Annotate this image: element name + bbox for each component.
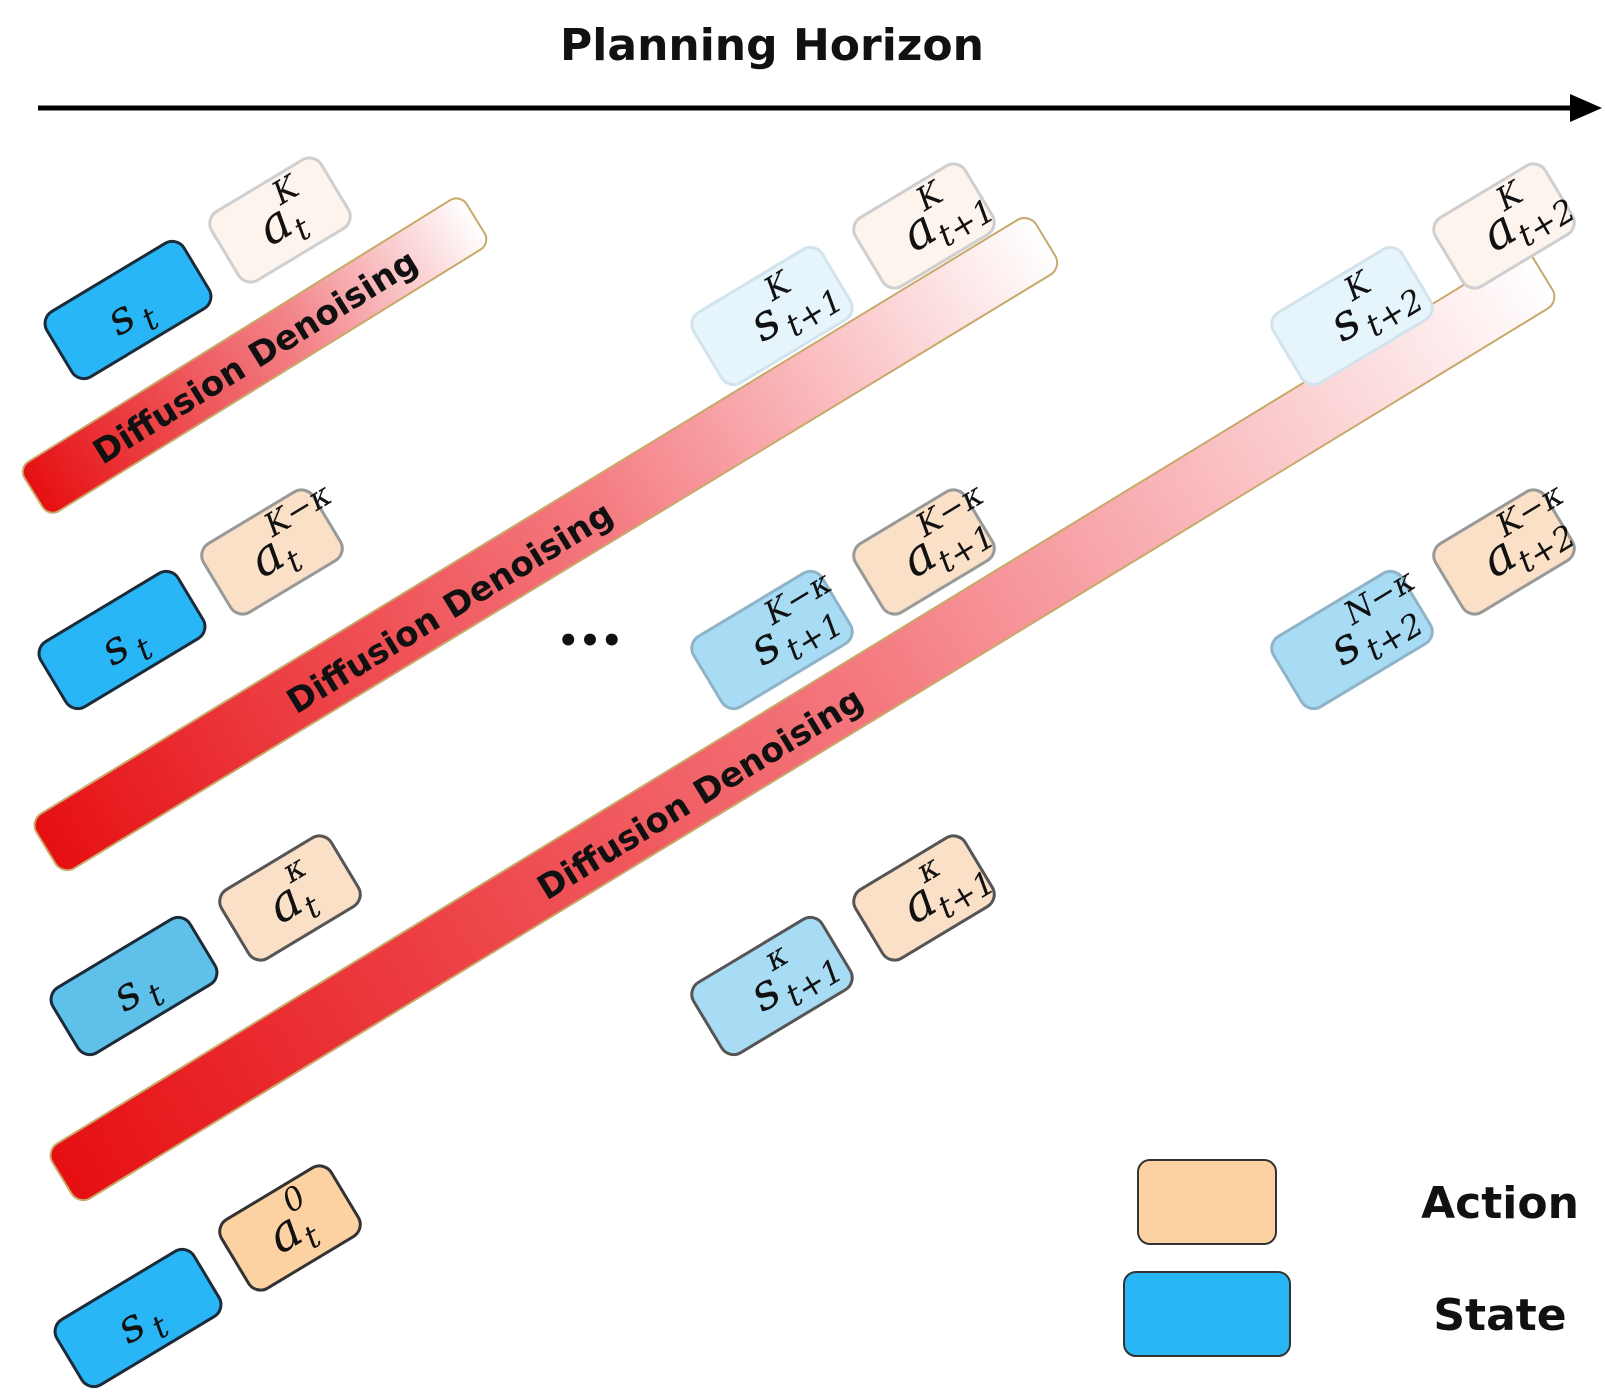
state-token-row-1-2: st+2K: [1270, 245, 1434, 387]
state-t-row-2: st: [37, 569, 207, 711]
action-token-row-3-1-box: [218, 834, 362, 962]
state-token-row-1-1-box: [690, 245, 854, 387]
state-t-row-4-box: [53, 1247, 223, 1389]
action-token-row-1-1: atK: [208, 156, 352, 284]
state-token-row-1-1: st+1K: [690, 245, 854, 387]
action-token-row-2-3-box: [1432, 488, 1576, 616]
legend-action-swatch: [1137, 1159, 1277, 1245]
state-token-row-1-2-box: [1270, 245, 1434, 387]
state-token-row-2-2-box: [1270, 569, 1434, 711]
action-token-row-2-1: atK−κ: [200, 475, 344, 616]
state-t-row-3: st: [49, 915, 219, 1057]
state-t-row-3-box: [49, 915, 219, 1057]
token-layer: statKat+1Kat+2Kst+1Kst+2KstatK−κat+1K−κa…: [37, 156, 1582, 1389]
legend-action-label: Action: [1421, 1178, 1579, 1229]
action-token-row-2-2: at+1K−κ: [852, 475, 1002, 616]
action-token-row-1-3-box: [1432, 162, 1576, 290]
action-token-row-1-1-box: [208, 156, 352, 284]
action-token-row-3-1: atκ: [218, 834, 362, 962]
state-t-row-4: st: [53, 1247, 223, 1389]
state-token-row-3-1-box: [690, 915, 854, 1057]
action-token-row-4-1-box: [218, 1164, 362, 1292]
action-token-row-2-2-box: [852, 488, 996, 616]
state-token-row-3-1: st+1κ: [690, 915, 854, 1057]
action-token-row-1-2-box: [852, 162, 996, 290]
legend-state-label: State: [1433, 1290, 1566, 1341]
state-t-row-2-box: [37, 569, 207, 711]
action-token-row-2-1-box: [200, 488, 344, 616]
action-token-row-2-3: at+2K−κ: [1432, 475, 1582, 616]
diffusion-band-3-label: Diffusion Denoising: [531, 680, 871, 909]
ellipsis: •••: [557, 621, 622, 661]
action-token-row-4-1: at0: [218, 1164, 362, 1292]
state-t-row-1: st: [43, 239, 213, 381]
state-token-row-2-2: st+2N−κ: [1270, 561, 1434, 711]
state-t-row-1-box: [43, 239, 213, 381]
diagram-title: Planning Horizon: [560, 20, 984, 71]
legend: Action State: [1123, 1159, 1579, 1357]
state-token-row-2-1-box: [690, 569, 854, 711]
legend-state-swatch: [1123, 1271, 1291, 1357]
action-token-row-1-3: at+2K: [1432, 162, 1582, 290]
horizon-arrow: [38, 94, 1602, 122]
action-token-row-3-2: at+1κ: [852, 834, 1002, 962]
action-token-row-3-2-box: [852, 834, 996, 962]
